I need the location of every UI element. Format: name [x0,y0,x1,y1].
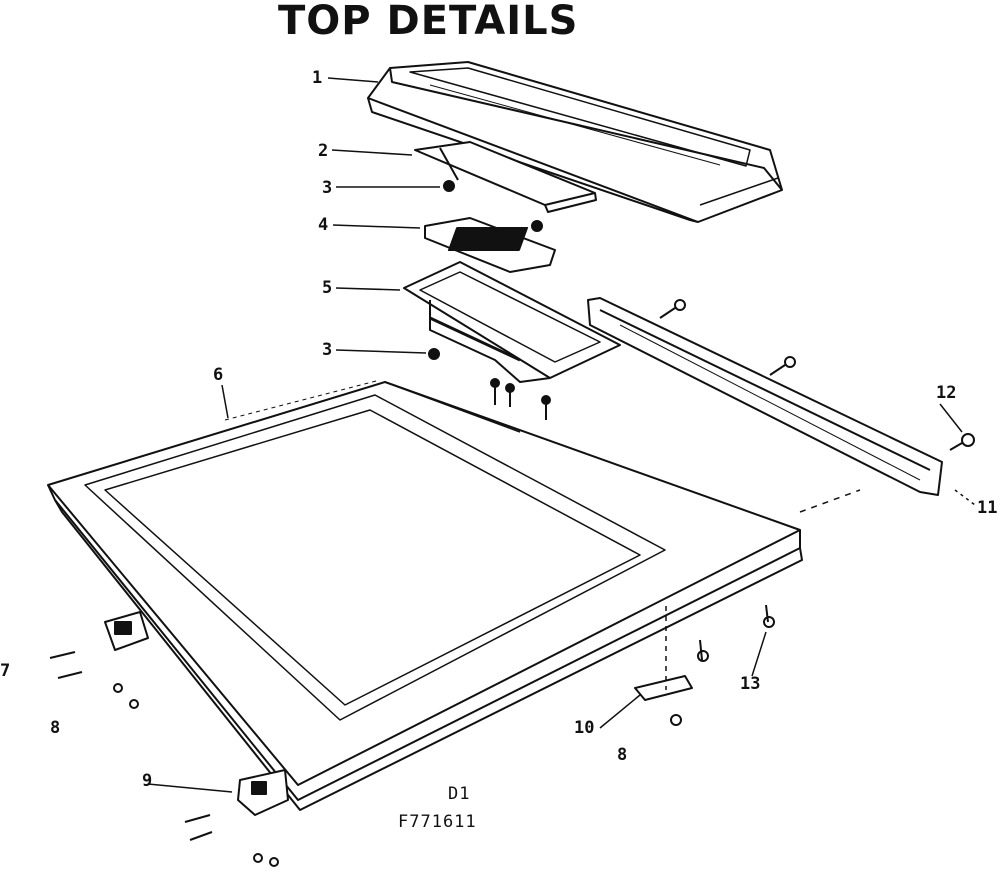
callout-3-lower: 3 [322,340,333,360]
leader-lines [147,77,976,793]
screw-13 [697,604,775,662]
callout-11: 11 [977,498,998,518]
part-code: F771611 [398,812,477,832]
callout-2: 2 [318,141,329,161]
switch-assembly [424,217,556,273]
hinge-front [184,769,289,867]
callout-10: 10 [574,718,595,738]
screw-12 [949,433,975,451]
callout-1: 1 [312,68,323,88]
callout-12: 12 [936,383,957,403]
callout-6: 6 [213,365,224,385]
hinge-left [49,611,149,709]
housing-screws [490,378,551,420]
screw-3-upper [443,180,455,192]
screw-near-4 [531,220,543,232]
screw-3-lower [428,348,440,360]
callout-8-right: 8 [617,745,628,765]
console-bracket [414,141,597,213]
switch-housing [403,261,621,383]
callout-7: 7 [0,661,11,681]
page-title: TOP DETAILS [278,0,579,44]
callout-9: 9 [142,771,153,791]
top-panel [47,379,803,811]
callout-3-upper: 3 [322,178,333,198]
mounting-clip [634,675,693,726]
callout-13: 13 [740,674,761,694]
callout-4: 4 [318,215,329,235]
callout-5: 5 [322,278,333,298]
callout-8-left: 8 [50,718,61,738]
figure-code: D1 [448,784,471,804]
rear-trim-strip [587,297,943,496]
